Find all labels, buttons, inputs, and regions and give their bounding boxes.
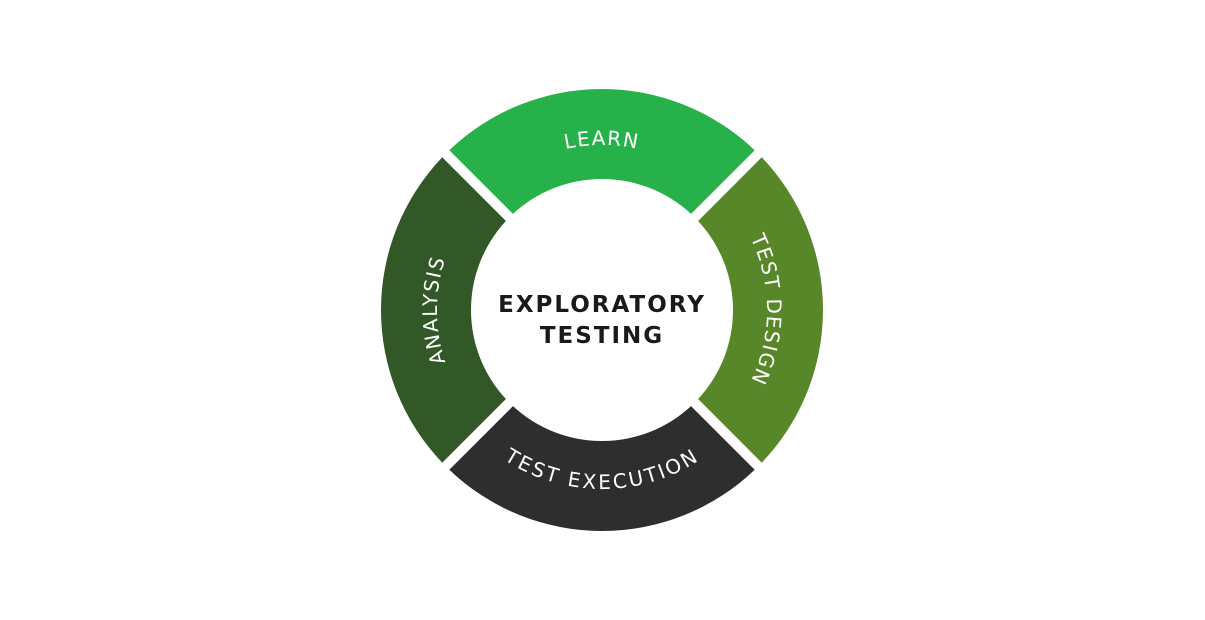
segment-label-learn: LEARN [562, 126, 642, 154]
center-title-line-1: EXPLORATORY [498, 292, 706, 318]
segment-test-design [698, 157, 823, 463]
segment-test-execution [449, 406, 755, 531]
segment-analysis [381, 157, 506, 463]
segment-learn [449, 89, 755, 214]
cycle-segments [381, 89, 823, 531]
center-title-line-2: TESTING [540, 323, 664, 349]
center-title: EXPLORATORY TESTING [498, 292, 706, 349]
